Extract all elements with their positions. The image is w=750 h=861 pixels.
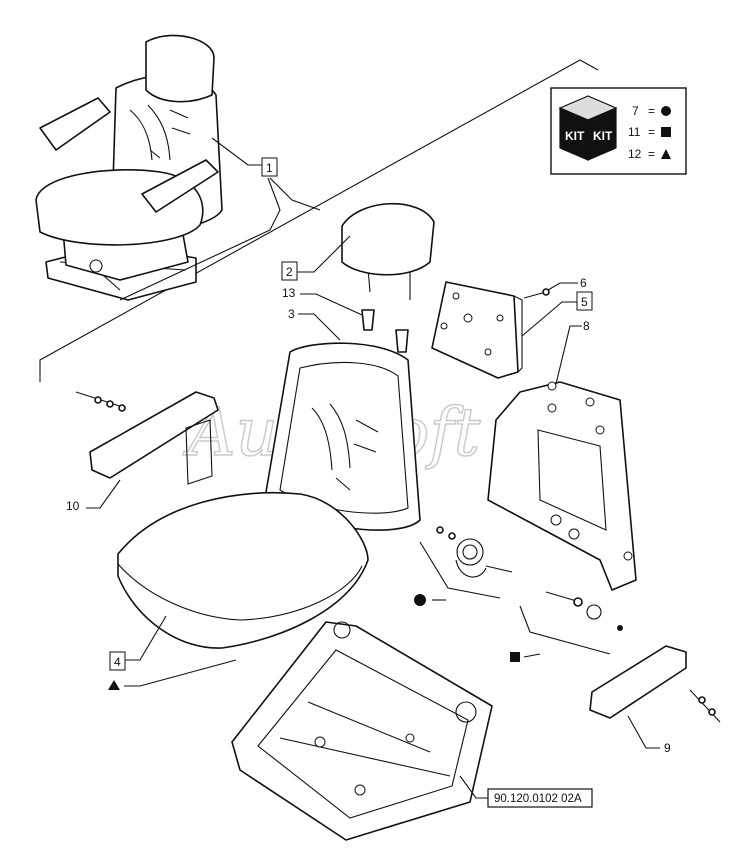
leader-3 bbox=[298, 313, 341, 341]
seat-headrest bbox=[145, 34, 215, 103]
leader-10 bbox=[86, 479, 121, 509]
leader-4 bbox=[125, 615, 167, 661]
leader-5 bbox=[521, 301, 577, 337]
callout-9: 9 bbox=[664, 741, 671, 755]
seat-base-frame bbox=[231, 621, 493, 841]
kit-row-3-num: 12 bbox=[628, 147, 642, 161]
armrest-left bbox=[75, 391, 219, 485]
kit-row-1-eq: = bbox=[648, 104, 655, 118]
armrest-right-assembled bbox=[141, 159, 219, 213]
section-divider bbox=[39, 59, 599, 382]
callout-10: 10 bbox=[66, 499, 80, 513]
armrest-right bbox=[589, 645, 721, 723]
leader-1b bbox=[269, 177, 321, 211]
kit-row-1-num: 7 bbox=[632, 104, 639, 118]
leader-9 bbox=[627, 715, 660, 749]
kit-label-right: KIT bbox=[593, 129, 613, 143]
leader-1 bbox=[211, 137, 262, 166]
callout-box-2 bbox=[281, 261, 298, 281]
leader-triangle-kit bbox=[124, 659, 237, 687]
backrest-frame bbox=[487, 381, 637, 591]
screw-6 bbox=[523, 288, 550, 299]
armrest-left-assembled bbox=[39, 97, 111, 151]
back-panel bbox=[431, 281, 523, 379]
callout-13: 13 bbox=[282, 286, 296, 300]
kit-label-left: KIT bbox=[565, 129, 585, 143]
callout-box-5 bbox=[576, 291, 593, 311]
callout-1: 1 bbox=[266, 161, 273, 175]
kit-legend: KIT KIT 7 = 11 = 12 = bbox=[550, 87, 687, 175]
leader-13 bbox=[300, 293, 363, 316]
seat-cushion bbox=[117, 491, 369, 649]
tension-spring bbox=[436, 526, 513, 578]
square-kit-hardware bbox=[545, 591, 623, 631]
leader-2 bbox=[297, 235, 351, 273]
square-symbol-icon bbox=[661, 127, 671, 137]
assembled-seat bbox=[35, 34, 223, 301]
kit-cube-right bbox=[587, 107, 617, 161]
guide-sleeves bbox=[361, 309, 409, 353]
triangle-symbol-icon bbox=[661, 149, 671, 159]
callout-box-1 bbox=[261, 157, 278, 177]
leader-8 bbox=[555, 325, 582, 385]
circle-kit-marker-icon bbox=[414, 594, 426, 606]
leader-square-kit bbox=[519, 605, 611, 655]
leader-circle-kit bbox=[419, 541, 501, 599]
kit-row-2-eq: = bbox=[648, 125, 655, 139]
reference-code: 90.120.0102 02A bbox=[494, 793, 582, 805]
callout-6: 6 bbox=[580, 276, 587, 290]
square-kit-marker-icon bbox=[510, 652, 520, 662]
circle-symbol-icon bbox=[661, 106, 671, 116]
callout-2: 2 bbox=[286, 265, 293, 279]
callout-box-4 bbox=[109, 651, 126, 671]
kit-row-2-num: 11 bbox=[628, 125, 641, 139]
callout-3: 3 bbox=[288, 307, 295, 321]
callout-4: 4 bbox=[114, 655, 121, 669]
leader-6 bbox=[547, 282, 578, 291]
headrest bbox=[341, 202, 435, 300]
triangle-kit-marker-icon bbox=[108, 680, 120, 690]
callout-5: 5 bbox=[581, 295, 588, 309]
leader-1c bbox=[119, 177, 281, 301]
kit-row-3-eq: = bbox=[648, 147, 655, 161]
leader-reference bbox=[459, 775, 488, 799]
callout-8: 8 bbox=[583, 319, 590, 333]
